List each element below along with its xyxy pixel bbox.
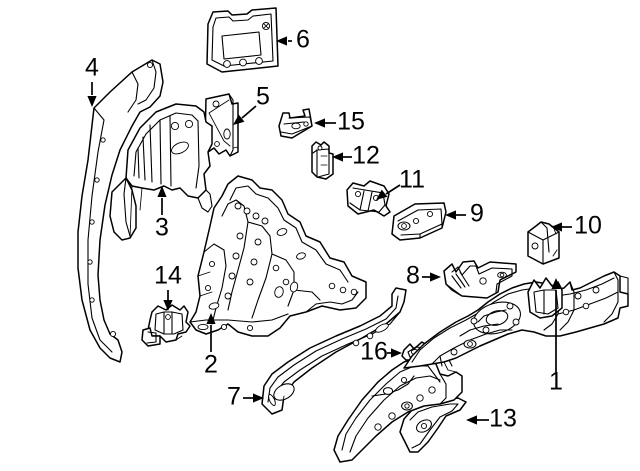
callout-4[interactable]: 4 — [85, 54, 99, 107]
part-rear-rail-end-cap — [261, 287, 407, 415]
part-front-frame-rail-right — [403, 271, 629, 373]
callout-13[interactable]: 13 — [466, 405, 517, 433]
callout-arrow-icon-10 — [551, 222, 562, 232]
callout-arrow-icon-4 — [87, 96, 97, 107]
part-crossmember-bracket-left — [443, 260, 517, 299]
callout-arrow-icon-1 — [551, 278, 561, 289]
callout-number-1: 1 — [549, 368, 563, 396]
callout-arrow-icon-7 — [253, 393, 264, 403]
part-mount-bracket-small-right — [527, 221, 560, 265]
callout-8[interactable]: 8 — [406, 262, 441, 290]
part-body-mount-bushing-bracket — [141, 304, 191, 347]
callout-16[interactable]: 16 — [360, 338, 402, 366]
part-rail-closing-plate — [399, 397, 467, 453]
callout-arrow-icon-9 — [445, 210, 456, 220]
callout-number-15: 15 — [337, 108, 365, 136]
part-access-cover-panel — [206, 7, 279, 73]
callout-leader-line-11 — [385, 184, 401, 195]
part-wheelhouse-inner-lower-panel — [189, 175, 367, 337]
callout-number-8: 8 — [406, 262, 420, 290]
callout-number-16: 16 — [360, 338, 388, 366]
part-quarter-panel-rail-extension — [77, 59, 164, 363]
callout-1[interactable]: 1 — [549, 278, 563, 396]
callout-5[interactable]: 5 — [233, 83, 270, 125]
callout-arrow-icon-12 — [332, 152, 343, 162]
callout-arrow-icon-6 — [276, 36, 287, 46]
part-floor-reinforcement-plate — [391, 202, 447, 241]
callout-arrow-icon-5 — [233, 114, 245, 125]
callout-number-3: 3 — [155, 214, 169, 242]
callout-arrow-icon-3 — [157, 186, 167, 197]
part-front-frame-rail-lower-branch — [333, 357, 463, 463]
callout-11[interactable]: 11 — [376, 166, 425, 200]
callout-2[interactable]: 2 — [204, 313, 218, 379]
callout-arrow-icon-13 — [466, 415, 477, 425]
callout-12[interactable]: 12 — [332, 142, 380, 170]
callout-number-9: 9 — [470, 200, 484, 228]
callout-14[interactable]: 14 — [154, 262, 182, 311]
callout-number-2: 2 — [204, 351, 218, 379]
callout-number-12: 12 — [352, 142, 380, 170]
callout-leader-line-5 — [241, 105, 257, 119]
callout-10[interactable]: 10 — [551, 212, 602, 240]
part-suspension-support-bracket — [346, 180, 391, 217]
callout-arrow-icon-11 — [376, 189, 388, 200]
callout-number-6: 6 — [296, 26, 310, 54]
callout-number-14: 14 — [154, 262, 182, 290]
callout-arrow-icon-15 — [314, 118, 325, 128]
callout-arrow-icon-16 — [391, 348, 402, 358]
part-small-clip-bracket — [311, 141, 334, 180]
callout-arrow-icon-14 — [163, 300, 173, 311]
callout-number-7: 7 — [227, 383, 241, 411]
callout-3[interactable]: 3 — [155, 186, 169, 242]
callout-number-13: 13 — [489, 405, 517, 433]
callout-number-4: 4 — [85, 54, 99, 82]
callout-arrow-icon-8 — [430, 272, 441, 282]
callout-9[interactable]: 9 — [445, 200, 484, 228]
callout-15[interactable]: 15 — [314, 108, 365, 136]
callout-6[interactable]: 6 — [276, 26, 310, 54]
part-upper-tie-bracket — [278, 108, 313, 139]
callout-7[interactable]: 7 — [227, 383, 264, 411]
part-wheelhouse-inner-panel — [109, 103, 213, 241]
callout-arrow-icon-2 — [206, 313, 216, 324]
callout-number-11: 11 — [399, 166, 425, 194]
callout-number-10: 10 — [574, 212, 602, 240]
callout-number-5: 5 — [256, 83, 270, 111]
